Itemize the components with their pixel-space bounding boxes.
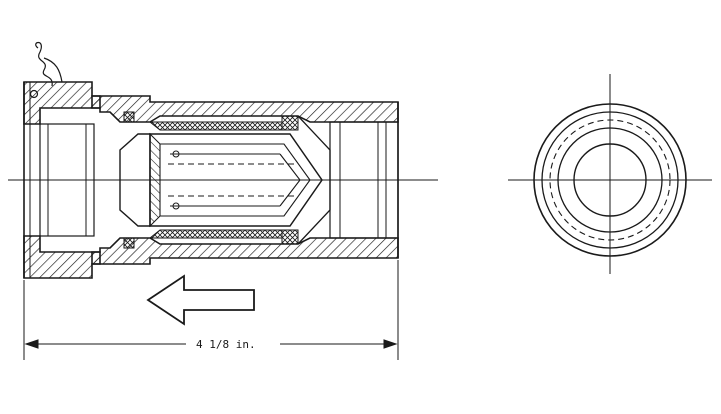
end-view-hidden-ring: [549, 119, 671, 241]
seal-lower-left: [123, 237, 135, 249]
dimension-arrowhead-right: [383, 339, 398, 349]
end-view-outer-ring: [533, 103, 687, 257]
seal-upper-left: [123, 111, 135, 123]
valve-sleeve-upper: [148, 121, 283, 131]
end-view-inner-bore: [573, 143, 647, 217]
left-nut-upper: [23, 81, 101, 125]
end-view: [508, 74, 712, 274]
left-port-bore: [39, 123, 95, 237]
dimension-arrowhead-left: [24, 339, 39, 349]
seal-lower-right: [281, 229, 299, 245]
poppet-inner-hatch: [149, 132, 161, 228]
side-section-view: [8, 41, 438, 360]
body-lower-wall: [91, 237, 399, 265]
lock-wire-hole: [29, 89, 39, 99]
valve-sleeve-lower: [148, 229, 283, 239]
end-view-ring-2: [541, 111, 679, 249]
dimension-label: 4 1/8 in.: [196, 338, 256, 351]
safety-wire: [35, 41, 63, 87]
left-nut-lower: [23, 235, 101, 279]
body-upper-wall: [91, 95, 399, 123]
seal-upper-right: [281, 115, 299, 131]
end-view-ring-3: [557, 127, 663, 233]
flow-direction-arrow: [146, 274, 255, 326]
